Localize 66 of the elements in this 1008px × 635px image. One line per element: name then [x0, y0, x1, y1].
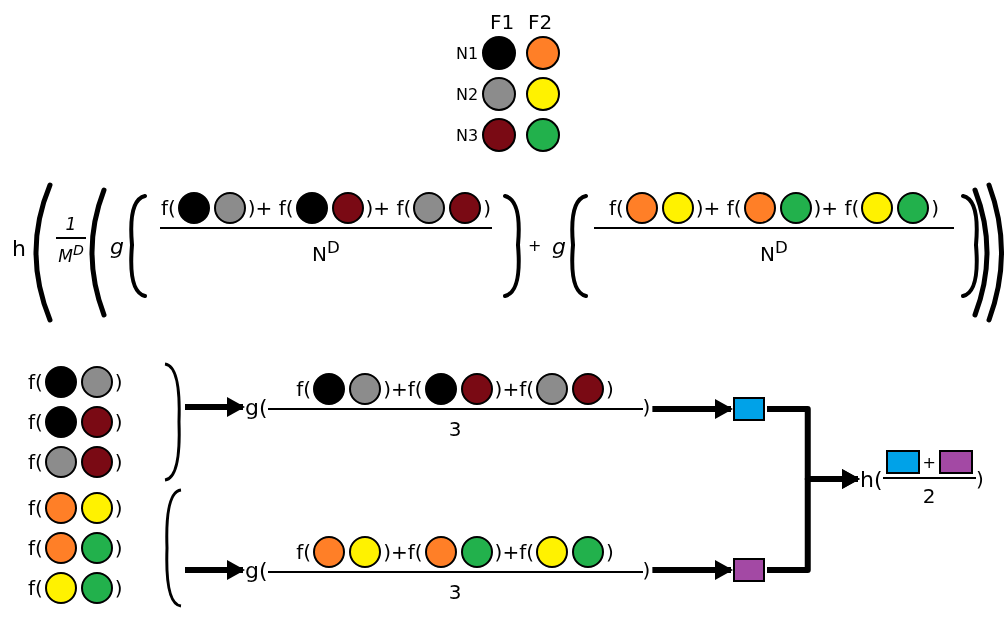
formula-text: h [12, 236, 26, 261]
arrow [652, 399, 733, 419]
formula-text: ) [483, 196, 492, 220]
formula-text: + [528, 236, 542, 255]
formula-text: + f( [703, 196, 742, 220]
formula-text: g( [245, 394, 268, 420]
formula-text: 2 [922, 484, 936, 508]
column-header: F2 [528, 10, 553, 34]
formula-text: f( [28, 410, 43, 434]
formula-text: ) [114, 450, 123, 474]
formula-text: f( [296, 540, 312, 564]
formula-text: ) [383, 377, 391, 401]
formula-text: ) [114, 536, 123, 560]
arrow [767, 469, 860, 573]
formula-text: ) [494, 540, 503, 564]
formula-text: M$^{D}$ [58, 242, 84, 266]
square-icon [733, 397, 765, 421]
formula-text: ) [494, 377, 503, 401]
formula-text: ) [114, 410, 123, 434]
formula-text: f( [28, 496, 43, 520]
formula-text: + f( [821, 196, 860, 220]
arrow [652, 560, 733, 580]
formula-text: ) [247, 196, 256, 220]
formula-text: +f( [390, 540, 423, 564]
square-icon [733, 558, 765, 582]
formula-text: N$^{D}$ [312, 238, 340, 266]
formula-text: ) [114, 576, 123, 600]
column-header: F1 [490, 10, 515, 34]
formula-text: f( [28, 536, 43, 560]
formula-text: f( [296, 377, 312, 401]
formula-text: h( [860, 466, 883, 492]
formula-text: 3 [448, 417, 462, 441]
formula-text: +f( [390, 377, 423, 401]
formula-text: ) [606, 377, 614, 401]
formula-text: f( [28, 576, 43, 600]
formula-text: ) [642, 558, 651, 582]
row-label: N1 [456, 43, 479, 63]
formula-text: ) [114, 370, 123, 394]
formula-text: ) [931, 196, 940, 220]
formula-text: f( [608, 196, 624, 220]
row-label: N2 [456, 84, 479, 104]
row-label: N3 [456, 125, 479, 145]
formula-text: ) [383, 540, 391, 564]
formula-text: ) [606, 540, 614, 564]
formula-text: +f( [502, 377, 534, 401]
formula-text: f( [28, 370, 43, 394]
formula-text: + f( [255, 196, 294, 220]
formula-text: N$^{D}$ [760, 238, 788, 266]
arrow [185, 560, 245, 580]
formula-text: g [110, 234, 124, 259]
formula-text: ) [365, 196, 374, 220]
formula-text: f( [160, 196, 176, 220]
arrow [185, 397, 245, 417]
formula-text: + f( [373, 196, 412, 220]
formula-text: 1 [65, 214, 77, 234]
formula-text: ) [114, 496, 123, 520]
formula-text: ) [975, 467, 984, 491]
formula-text: ) [813, 196, 822, 220]
formula-text: 3 [448, 580, 462, 604]
formula-text: f( [28, 450, 43, 474]
formula-text: +f( [502, 540, 534, 564]
formula-text: ) [695, 196, 704, 220]
formula-text: g( [245, 557, 268, 583]
formula-text: ) [642, 395, 651, 419]
formula-text: + [922, 452, 936, 472]
formula-text: g [552, 234, 566, 259]
